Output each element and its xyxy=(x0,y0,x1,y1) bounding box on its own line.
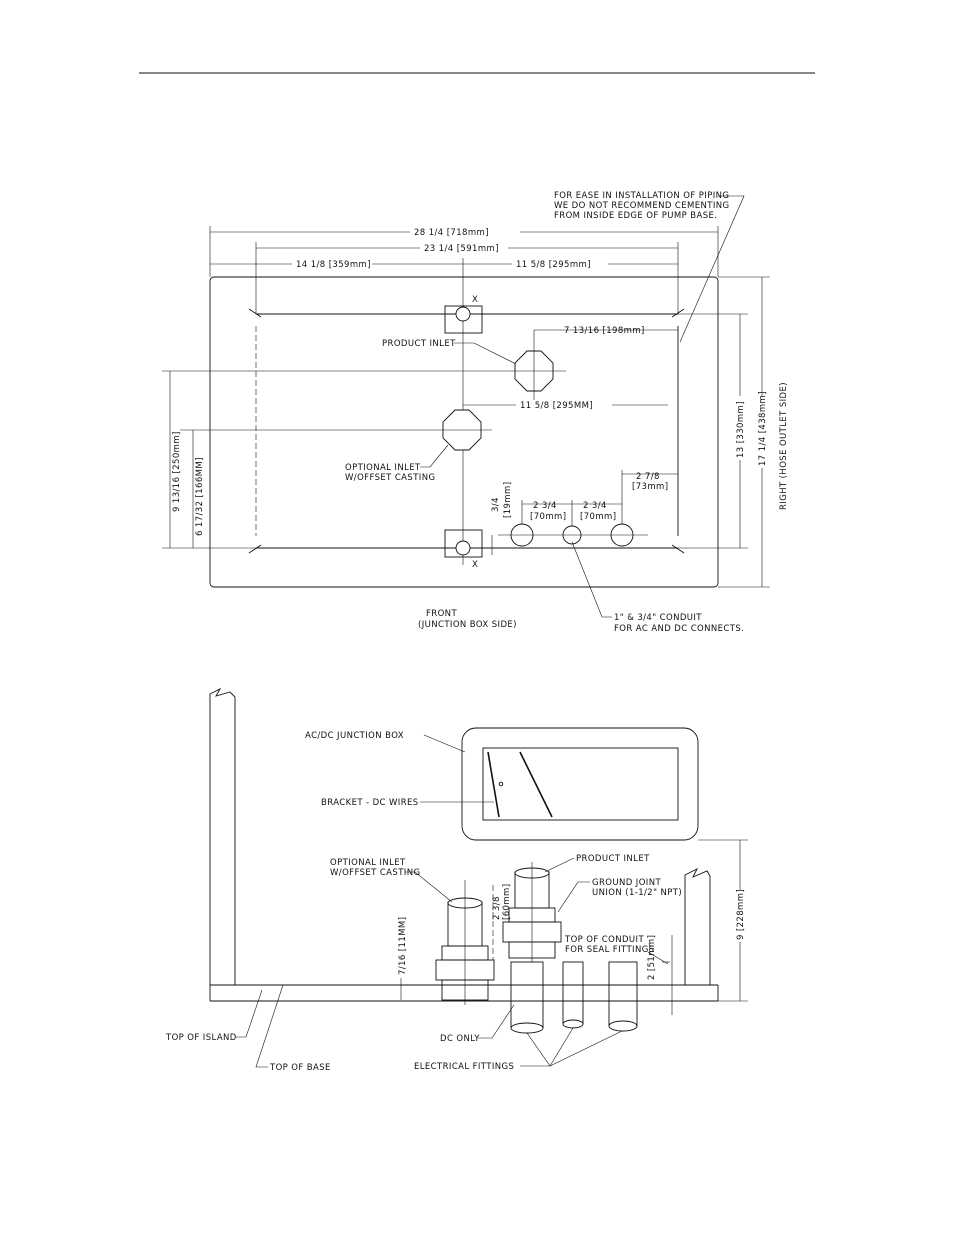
note-piping-line1: FOR EASE IN INSTALLATION OF PIPING xyxy=(554,191,729,201)
leader-union xyxy=(557,881,590,913)
label-junction-box: AC/DC JUNCTION BOX xyxy=(305,731,404,741)
dim-bg-total xyxy=(732,890,746,942)
dim-bg-right xyxy=(512,259,608,269)
label-top-base: TOP OF BASE xyxy=(269,1063,331,1073)
dim-bg-offset xyxy=(516,400,612,410)
leader-electrical-a xyxy=(520,1032,551,1067)
fitting-3-bottom xyxy=(608,1020,638,1032)
dim-optional-height: 6 17/32 [166MM] xyxy=(195,457,205,536)
dim-inner-width: 23 1/4 [591mm] xyxy=(424,244,499,254)
leader-electrical-b xyxy=(549,1027,574,1067)
slot-bl xyxy=(248,544,262,554)
marker-x-bottom: X xyxy=(472,560,478,570)
label-optional-inlet-side-1: OPTIONAL INLET xyxy=(330,858,406,868)
dim-overall-width: 28 1/4 [718mm] xyxy=(414,228,489,238)
leader-junction-box xyxy=(423,734,466,753)
leader-product-inlet xyxy=(454,342,517,365)
fitting-3 xyxy=(608,961,638,1027)
dim-inner-height: 13 [330mm] xyxy=(736,401,746,458)
island-wall-left xyxy=(209,687,236,985)
label-union-2: UNION (1-1/2" NPT) xyxy=(592,888,682,898)
fitting-dc xyxy=(510,961,544,1029)
dim-bg-prod xyxy=(562,324,662,334)
mount-hole-top xyxy=(455,306,471,322)
leader-top-island xyxy=(236,989,263,1038)
leader-top-base xyxy=(255,984,284,1068)
leader-conduit xyxy=(571,541,612,618)
marker-x-top: X xyxy=(472,295,478,305)
junction-box-outer xyxy=(461,727,699,841)
label-conduit-1: 1" & 3/4" CONDUIT xyxy=(614,613,702,623)
label-dc-only: DC ONLY xyxy=(440,1034,480,1044)
bracket-hole xyxy=(498,781,504,787)
fitting-2 xyxy=(562,961,584,1025)
dim-center-offset: 11 5/8 [295MM] xyxy=(520,401,593,411)
dim-conduit-spacing-1b: [70mm] xyxy=(530,512,566,522)
dim-conduit-spacing-2b: [70mm] xyxy=(580,512,616,522)
slot-br xyxy=(671,544,685,554)
label-product-inlet-side: PRODUCT INLET xyxy=(576,854,650,864)
side-view: AC/DC JUNCTION BOX BRACKET - DC WIRES OP… xyxy=(165,687,748,1073)
label-optional-inlet-1: OPTIONAL INLET xyxy=(345,463,421,473)
dim-total-height: 9 [228mm] xyxy=(736,889,746,940)
label-front-2: (JUNCTION BOX SIDE) xyxy=(418,620,517,630)
dim-conduit-offset-2: [19mm] xyxy=(503,482,513,518)
dim-bg-left xyxy=(292,259,372,269)
dim-conduit-edge-1: 2 7/8 xyxy=(636,472,660,482)
fitting-2-bottom xyxy=(562,1019,584,1029)
dim-left: 14 1/8 [359mm] xyxy=(296,260,371,270)
leader-dc-only xyxy=(478,1004,515,1039)
mount-block-bottom xyxy=(444,529,483,558)
leader-optional-inlet xyxy=(420,444,449,468)
note-piping-line3: FROM INSIDE EDGE OF PUMP BASE. xyxy=(554,211,717,221)
mount-hole-bottom xyxy=(455,540,471,556)
label-conduit-top-1: TOP OF CONDUIT xyxy=(564,935,644,945)
bracket-line-1 xyxy=(487,751,500,818)
note-piping-leader xyxy=(679,195,745,343)
leader-optional-inlet-side xyxy=(405,871,453,903)
slot-tl xyxy=(248,308,262,318)
label-union-1: GROUND JOINT xyxy=(592,878,661,888)
label-conduit-2: FOR AC AND DC CONNECTS. xyxy=(614,624,744,634)
label-optional-inlet-2: W/OFFSET CASTING xyxy=(345,473,435,483)
dim-right: 11 5/8 [295mm] xyxy=(516,260,591,270)
dim-overall-height: 17 1/4 [438mm] xyxy=(758,391,768,466)
dim-union-height-mm: [60mm] xyxy=(502,884,512,920)
label-bracket: BRACKET - DC WIRES xyxy=(321,798,419,808)
fitting-dc-bottom xyxy=(510,1022,544,1034)
dim-conduit-offset-1: 3/4 xyxy=(491,497,501,512)
label-right-side: RIGHT (HOSE OUTLET SIDE) xyxy=(779,382,789,510)
leader-product-inlet-side xyxy=(544,857,575,873)
dim-conduit-spacing-2a: 2 3/4 xyxy=(583,501,607,511)
base-outline xyxy=(209,276,719,588)
dim-conduit-spacing-1a: 2 3/4 xyxy=(533,501,557,511)
label-product-inlet: PRODUCT INLET xyxy=(382,339,456,349)
dim-bg-inner xyxy=(420,243,508,253)
label-conduit-top-2: FOR SEAL FITTINGS xyxy=(565,945,654,955)
top-view: X X 28 1/4 [718mm] 23 1/4 [591mm] 14 1/8… xyxy=(162,191,789,634)
dim-left-height: 9 13/16 [250mm] xyxy=(172,431,182,512)
dim-bg-inner-h xyxy=(732,396,746,460)
label-front-1: FRONT xyxy=(426,609,457,619)
bracket-line-2 xyxy=(519,751,553,818)
dim-bg-overall-h xyxy=(754,396,768,468)
label-optional-inlet-side-2: W/OFFSET CASTING xyxy=(330,868,420,878)
dim-bg-overall xyxy=(410,227,520,237)
dim-union-height: 2 3/8 xyxy=(492,896,502,920)
dim-base-offset: 7/16 [11MM] xyxy=(398,917,408,975)
junction-box-inner xyxy=(482,747,679,821)
label-electrical: ELECTRICAL FITTINGS xyxy=(414,1062,514,1072)
note-piping-line2: WE DO NOT RECOMMEND CEMENTING xyxy=(554,201,730,211)
label-top-island: TOP OF ISLAND xyxy=(165,1033,237,1043)
dim-product-inlet: 7 13/16 [198mm] xyxy=(564,326,645,336)
island-wall-right xyxy=(684,867,711,985)
dim-conduit-edge-2: [73mm] xyxy=(632,482,668,492)
dim-conduit-height: 2 [51mm] xyxy=(647,935,657,980)
mount-block-top xyxy=(444,305,483,334)
leader-electrical-c xyxy=(549,1030,623,1067)
